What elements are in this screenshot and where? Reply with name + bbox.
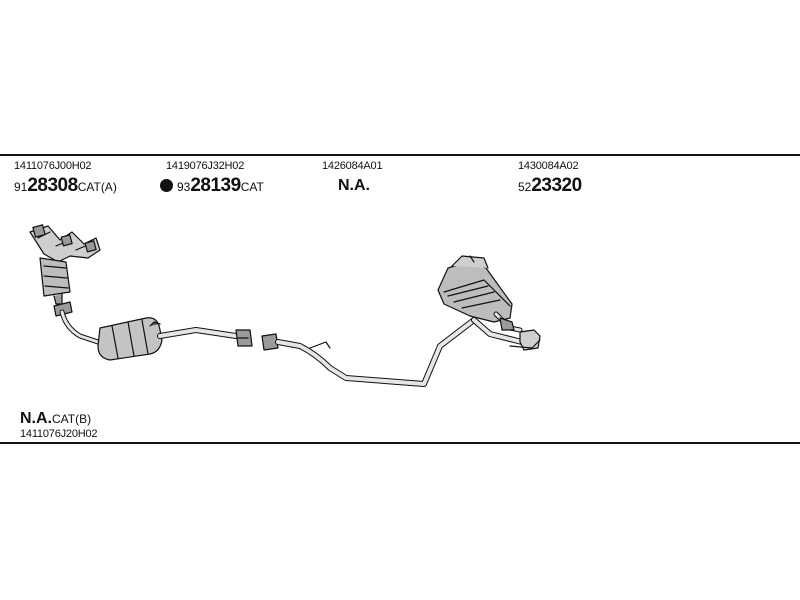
part-label-3: 1426084A01 N.A.	[322, 160, 383, 197]
reference-number: 5223320	[518, 175, 582, 196]
reference-number: N.A.CAT(B)	[20, 410, 92, 427]
intermediate-pipe	[261, 317, 477, 387]
bullet-dot-icon	[160, 179, 173, 192]
front-pipe-catalyst	[53, 301, 253, 361]
part-label-bottom: N.A.CAT(B) 1411076J20H02	[20, 408, 98, 441]
part-label-4: 1430084A02 5223320	[518, 160, 582, 198]
part-label-2: 1419076J32H02 9328139CAT	[160, 160, 264, 198]
part-number: 1426084A01	[322, 160, 383, 172]
reference-number: N.A.	[338, 177, 370, 194]
part-number: 1419076J32H02	[166, 160, 245, 172]
reference-number: 9128308CAT(A)	[14, 175, 117, 196]
part-number: 1430084A02	[518, 160, 579, 172]
top-divider-line	[0, 154, 800, 156]
part-number: 1411076J20H02	[20, 428, 98, 440]
part-number: 1411076J00H02	[14, 160, 92, 172]
exhaust-manifold-catalyst-a	[29, 224, 101, 305]
part-label-1: 1411076J00H02 9128308CAT(A)	[14, 160, 117, 198]
bottom-divider-line	[0, 442, 800, 444]
reference-number: 9328139CAT	[160, 175, 264, 198]
rear-silencer	[437, 255, 541, 351]
